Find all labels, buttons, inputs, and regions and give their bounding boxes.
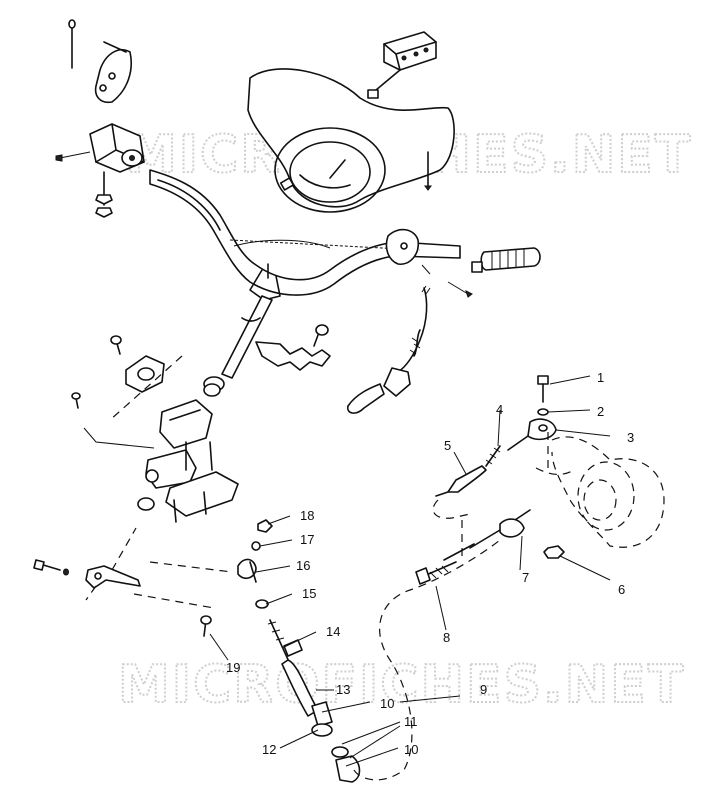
switch-box [367, 31, 437, 191]
callout-18: 18 [300, 508, 314, 523]
leader-lines [209, 375, 611, 767]
callout-7: 7 [522, 570, 529, 585]
callout-1: 1 [597, 370, 604, 385]
callout-9: 9 [480, 682, 487, 697]
left-control-housing [55, 19, 145, 218]
steering-post [71, 335, 239, 523]
callout-16: 16 [296, 558, 310, 573]
handlebar-pad [247, 68, 455, 213]
callout-labels: 1 2 3 4 5 6 7 8 9 10 10 11 12 13 14 15 1… [226, 370, 634, 757]
callout-15: 15 [302, 586, 316, 601]
watermark-bottom: MICROFICHES.NET [118, 655, 685, 715]
callout-19: 19 [226, 660, 240, 675]
callout-6: 6 [618, 582, 625, 597]
callout-12: 12 [262, 742, 276, 757]
callout-8: 8 [443, 630, 450, 645]
callout-17: 17 [300, 532, 314, 547]
cable-path [353, 539, 501, 781]
callout-5: 5 [444, 438, 451, 453]
tether-lanyard [346, 285, 431, 414]
pitman-arm [33, 527, 233, 637]
callout-4: 4 [496, 402, 503, 417]
callout-14: 14 [326, 624, 340, 639]
tie-rod-center [237, 519, 361, 783]
right-tie-rod [415, 375, 665, 585]
callout-11: 11 [404, 714, 418, 729]
callout-2: 2 [597, 404, 604, 419]
callout-10-upper: 10 [380, 696, 394, 711]
callout-13: 13 [336, 682, 350, 697]
callout-10-lower: 10 [404, 742, 418, 757]
center-bracket [255, 324, 331, 371]
handlebar [149, 169, 541, 301]
steering-column [203, 295, 273, 397]
callout-3: 3 [627, 430, 634, 445]
